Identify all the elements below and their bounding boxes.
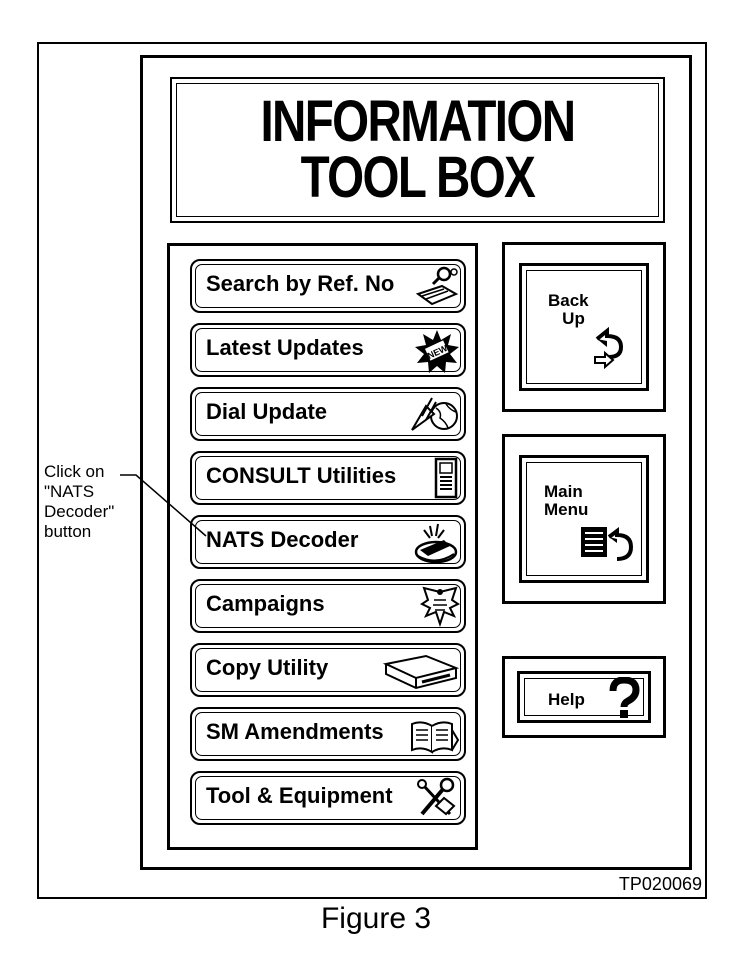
menu-label: Dial Update [206, 399, 328, 424]
key-decoder-icon [414, 523, 458, 564]
menu-label: Campaigns [206, 591, 325, 616]
open-book-icon [411, 721, 460, 754]
figure-frame [37, 42, 707, 899]
consult-tester-icon [434, 457, 458, 499]
new-starburst-icon: NEW [415, 330, 459, 373]
help-button[interactable]: Help [502, 656, 666, 738]
help-label: Help [548, 690, 585, 709]
copy-utility-button[interactable]: Copy Utility [190, 643, 466, 697]
menu-label: NATS Decoder [206, 527, 359, 552]
back-arrow-icon [594, 327, 624, 369]
menu-label: CONSULT Utilities [206, 463, 397, 488]
back-up-button[interactable]: Back Up [502, 242, 666, 412]
menu-label: Search by Ref. No [206, 271, 395, 296]
satellite-globe-icon [411, 397, 458, 431]
wrench-tools-icon [417, 777, 456, 816]
consult-utilities-button[interactable]: CONSULT Utilities [190, 451, 466, 505]
magnifier-document-icon [415, 266, 459, 306]
title-line-1: INFORMATION [260, 89, 577, 154]
main-menu-button[interactable]: Main Menu [502, 434, 666, 604]
main-menu-icon [581, 527, 634, 561]
menu-label: SM Amendments [206, 719, 384, 744]
question-mark-icon [609, 677, 640, 718]
main-menu-label: Main Menu [544, 482, 589, 519]
menu-panel [167, 243, 478, 850]
callout-leader-line [120, 474, 207, 537]
eagle-emblem-icon [420, 586, 460, 628]
tp-number: TP020069 [618, 874, 702, 894]
menu-label: Latest Updates [206, 335, 364, 360]
campaigns-button[interactable]: Campaigns [190, 579, 466, 633]
callout-text: Click on "NATS Decoder" button [44, 462, 115, 541]
disk-drive-icon [382, 654, 460, 690]
menu-label: Tool & Equipment [206, 783, 393, 808]
nats-decoder-button[interactable]: NATS Decoder [190, 515, 466, 569]
title-line-2: TOOL BOX [300, 145, 536, 210]
title-banner: INFORMATION TOOL BOX [170, 77, 665, 223]
toolbox-screen [140, 55, 692, 870]
sm-amendments-button[interactable]: SM Amendments [190, 707, 466, 761]
tool-equipment-button[interactable]: Tool & Equipment [190, 771, 466, 825]
back-up-label: Back Up [548, 291, 589, 328]
dial-update-button[interactable]: Dial Update [190, 387, 466, 441]
latest-updates-button[interactable]: Latest Updates NEW [190, 323, 466, 377]
figure-caption: Figure 3 [320, 902, 432, 935]
search-by-ref-no-button[interactable]: Search by Ref. No [190, 259, 466, 313]
menu-label: Copy Utility [206, 655, 329, 680]
